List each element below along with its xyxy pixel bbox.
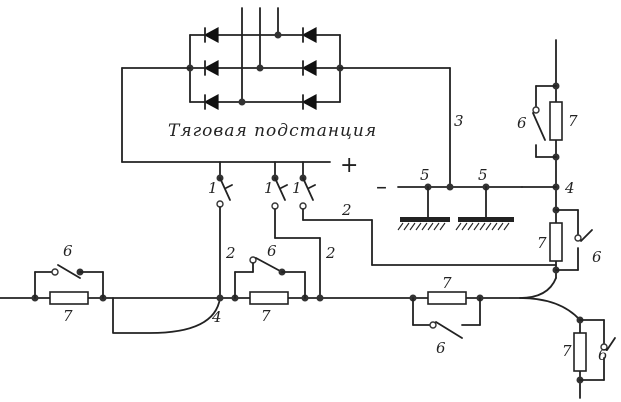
diode-icon [203, 93, 219, 111]
substation-label: Тяговая подстанция [168, 121, 377, 141]
label-feeder: 2 [341, 201, 352, 219]
label-bypass-switch: 6 [592, 248, 602, 266]
label-bypass-switch: 6 [517, 114, 527, 132]
label-bypass-switch: 6 [598, 346, 608, 364]
label-resistor: 7 [261, 307, 271, 325]
label-rail-ground: 5 [420, 166, 430, 184]
minus-sign: – [376, 175, 387, 200]
label-bypass-switch: 6 [436, 339, 446, 357]
diode-icon [301, 93, 317, 111]
diode-icon [203, 26, 219, 44]
breaker-right [299, 161, 557, 266]
label-resistor: 7 [568, 112, 578, 130]
label-feeder: 2 [325, 244, 336, 262]
label-bypass-switch: 6 [267, 242, 277, 260]
label-rail-ground: 5 [478, 166, 488, 184]
label-resistor: 7 [537, 234, 547, 252]
label-section-point: 4 [564, 179, 575, 197]
substation-buses [121, 67, 523, 231]
label-resistor: 7 [63, 307, 73, 325]
section-insulator-middle [231, 256, 309, 305]
breaker-middle [271, 161, 321, 299]
label-resistor: 7 [442, 274, 452, 292]
section-insulator-right [409, 291, 484, 339]
rectifier-bridge [186, 7, 344, 111]
diode-icon [301, 59, 317, 77]
label-bypass-switch: 6 [63, 242, 73, 260]
section-insulator-left [31, 264, 107, 305]
label-breaker: 1 [292, 179, 302, 197]
label-section-point: 4 [211, 308, 222, 326]
branch-down-right [573, 316, 616, 399]
main-contact-line [0, 277, 581, 334]
label-resistor: 7 [562, 342, 572, 360]
diode-icon [301, 26, 317, 44]
breaker-left [216, 161, 233, 299]
label-breaker: 1 [208, 179, 218, 197]
label-breaker: 1 [264, 179, 274, 197]
plus-sign: + [340, 153, 358, 178]
vertical-line-right [521, 39, 593, 279]
label-feeder: 2 [225, 244, 236, 262]
diode-icon [203, 59, 219, 77]
label-return-feeder: 3 [454, 112, 464, 130]
